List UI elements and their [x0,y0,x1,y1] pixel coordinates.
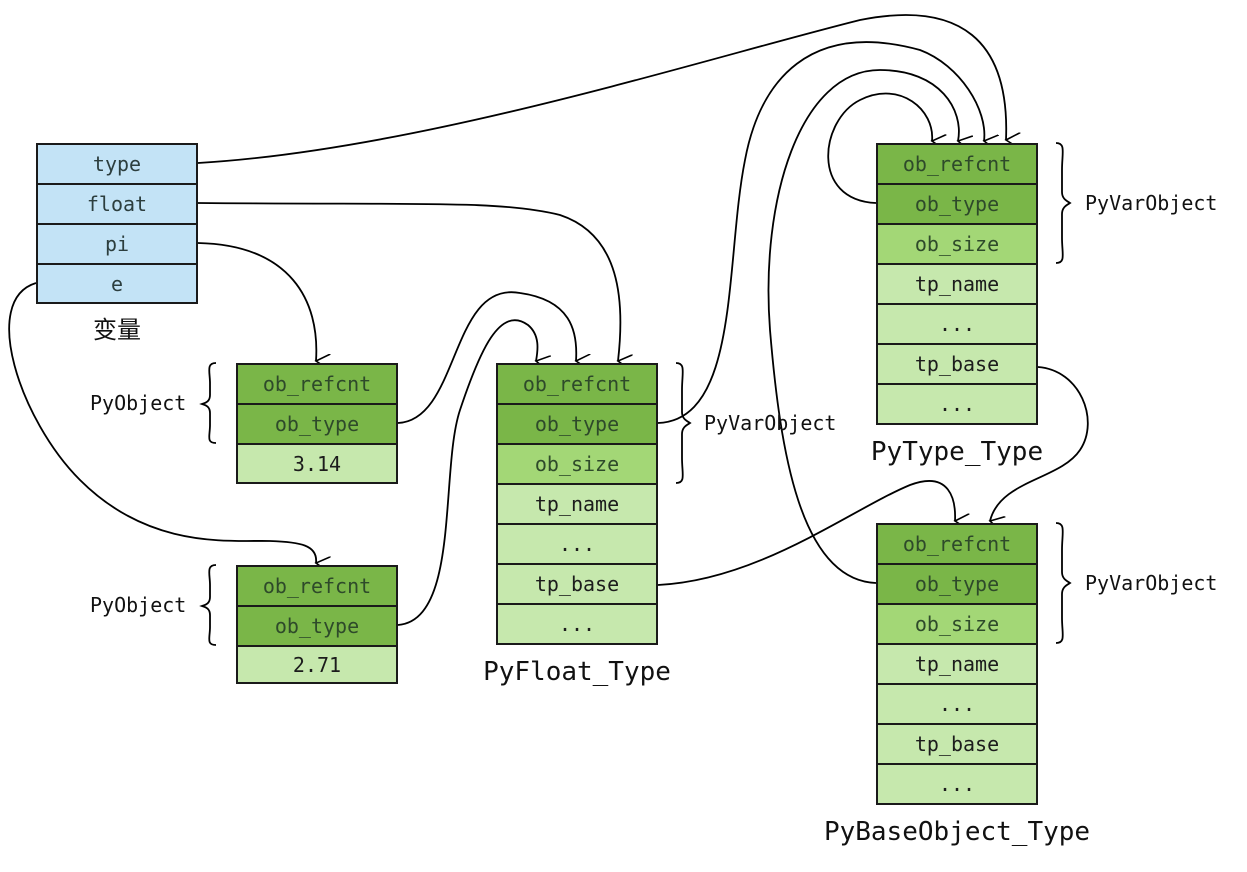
arrow-pi-obtype-to-pyfloat [397,291,576,424]
pybase-ob-type-cell: ob_type [876,563,1038,605]
pytype-ob-size-cell: ob_size [876,223,1038,265]
arrow-float-to-pyfloat [197,202,620,361]
var-type-cell: type [36,143,198,185]
e-value-cell: 2.71 [236,645,398,684]
pi-value-cell: 3.14 [236,443,398,484]
pytype-label: PyVarObject [1085,191,1218,215]
var-float-cell: float [36,183,198,225]
var-pi-cell: pi [36,223,198,265]
pybase-ob-refcnt-cell: ob_refcnt [876,523,1038,565]
pi-ob-type-cell: ob_type [236,403,398,445]
arrow-e-obtype-to-pyfloat [397,319,538,626]
pytype-ob-type-cell: ob_type [876,183,1038,225]
pyfloat-ob-size-cell: ob_size [496,443,658,485]
pyobject-pi-label: PyObject [90,391,187,415]
arrow-pytype-tpbase-to-pybase [990,366,1089,521]
pytype-ellipsis-cell: ... [876,303,1038,345]
e-ob-refcnt-cell: ob_refcnt [236,565,398,607]
arrow-pyfloat-obtype-to-pytype [657,41,984,424]
pytype-tp-name-cell: tp_name [876,263,1038,305]
var-e-cell: e [36,263,198,304]
pyfloat-tp-base-cell: tp_base [496,563,658,605]
pytype-caption: PyType_Type [870,437,1044,467]
variables-caption: 变量 [93,316,141,344]
pyobject-e-label: PyObject [90,593,187,617]
arrow-pytype-obtype-self [827,92,932,204]
arrow-pi-to-pyobject [197,242,316,361]
pyfloat-ob-type-cell: ob_type [496,403,658,445]
pyfloat-label: PyVarObject [704,411,837,435]
pyfloat-ellipsis-cell-2: ... [496,603,658,645]
arrow-type-to-pytype [197,14,1006,164]
pybase-tp-base-cell: tp_base [876,723,1038,765]
arrow-e-to-pyobject [8,282,316,563]
pybase-label: PyVarObject [1085,571,1218,595]
arrow-pybase-obtype-to-pytype [767,69,958,584]
pyfloat-tp-name-cell: tp_name [496,483,658,525]
pybase-ob-size-cell: ob_size [876,603,1038,645]
pytype-ellipsis-cell-2: ... [876,383,1038,425]
pytype-ob-refcnt-cell: ob_refcnt [876,143,1038,185]
pybase-caption: PyBaseObject_Type [823,817,1091,847]
arrow-pyfloat-tpbase-to-pybase [657,480,955,586]
pytype-tp-base-cell: tp_base [876,343,1038,385]
pybase-ellipsis-cell-2: ... [876,763,1038,805]
pi-ob-refcnt-cell: ob_refcnt [236,363,398,405]
brace-pyobject-pi [199,362,217,444]
brace-pybase [1055,522,1072,644]
pyfloat-ob-refcnt-cell: ob_refcnt [496,363,658,405]
pyfloat-ellipsis-cell: ... [496,523,658,565]
pyfloat-caption: PyFloat_Type [483,657,671,687]
brace-pyobject-e [199,564,217,646]
pybase-ellipsis-cell: ... [876,683,1038,725]
e-ob-type-cell: ob_type [236,605,398,647]
brace-pyfloat [675,362,692,484]
pybase-tp-name-cell: tp_name [876,643,1038,685]
brace-pytype [1055,142,1072,264]
